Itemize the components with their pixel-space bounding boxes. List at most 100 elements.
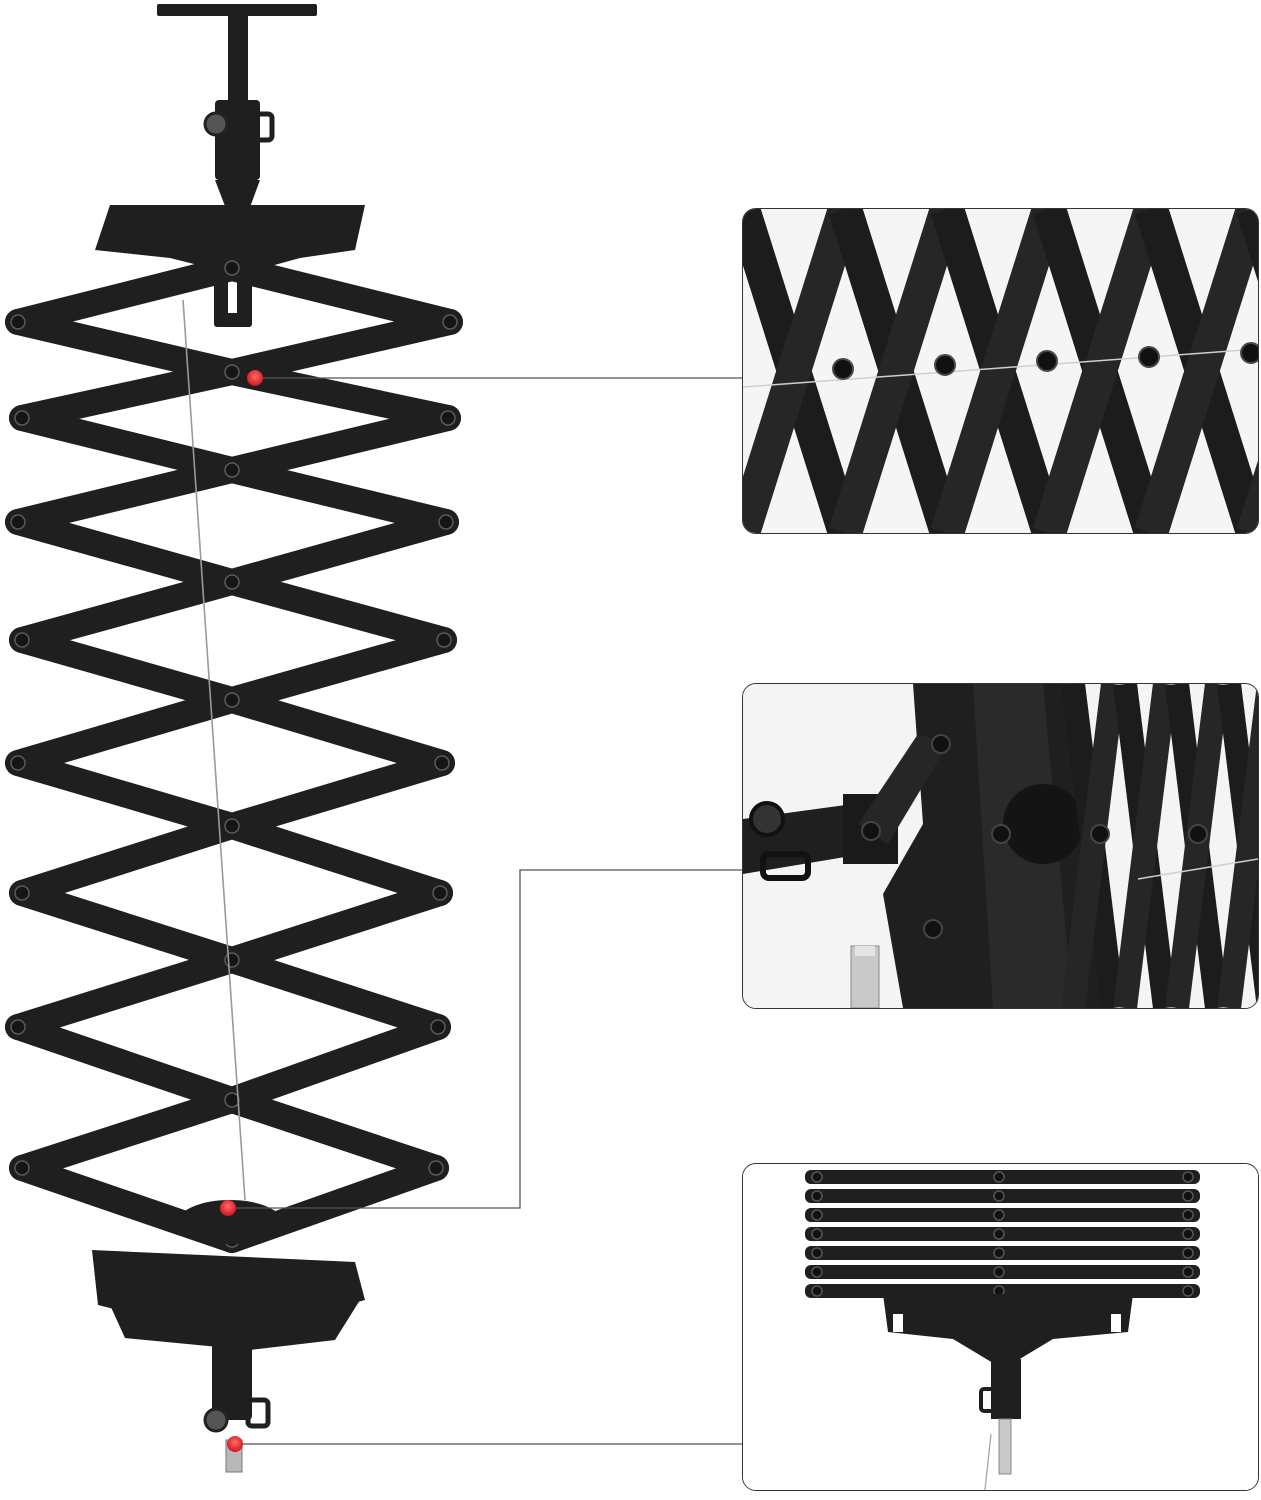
hub-arm [1113,684,1177,1008]
collapsed-closeup [743,1164,1258,1490]
collapsed-rivet [811,1171,823,1183]
scissor-bar [9,569,245,653]
scissor-arms [5,255,463,1253]
rivet [14,885,30,901]
closeup-cable [743,348,1258,388]
scissor-bar [219,947,451,1040]
callout-lines [228,377,742,1445]
rivet [14,410,30,426]
hub-arm [1061,684,1125,1008]
closeup-bar [1134,209,1258,533]
rivet [428,1160,444,1176]
rivet [442,314,458,330]
collapsed-rivet [1182,1247,1194,1259]
marker-dot-bottom [227,1436,243,1452]
scissor-bar [219,359,461,431]
detail-panel-hub [742,683,1259,1009]
scissor-bar [219,627,457,713]
closeup-rivet [1240,342,1258,364]
collapsed-rivet [811,1228,823,1240]
scissor-bar [5,687,245,776]
rivet [224,260,240,276]
collapsed-rivet [811,1247,823,1259]
rivet [430,1019,446,1035]
scissor-bar [9,813,245,906]
rivet [10,1019,26,1035]
collapsed-rivet [993,1190,1005,1202]
marker-dot-arms [247,370,263,386]
hub-rivet [1188,824,1208,844]
scissor-bar [219,255,463,335]
rivet [224,1092,240,1108]
scissor-bar [9,359,245,431]
scissor-bar [5,750,245,839]
collapsed-rivet [993,1171,1005,1183]
collapsed-rivet [811,1266,823,1278]
scissor-bar [219,405,461,483]
detail-panel-collapsed [742,1163,1259,1491]
scissor-bar [5,1014,245,1113]
rivet [14,632,30,648]
scissor-bar [219,457,459,535]
scissor-bar [219,569,457,653]
collapsed-rivet [993,1266,1005,1278]
scissor-bar [219,813,453,906]
rivet [224,692,240,708]
rivet [434,755,450,771]
scissor-bar [9,627,245,713]
collapsed-rivet [1182,1228,1194,1240]
collapsed-rivet [1182,1285,1194,1297]
guide-cable [182,299,246,1201]
scissor-bar [5,457,245,535]
rivet [224,818,240,834]
rivet [432,885,448,901]
scissor-bar [9,880,245,973]
scissor-arm-closeup [743,209,1258,533]
hub-arm [1165,684,1229,1008]
closeup-bar [743,209,862,533]
hub-arm [1217,684,1258,1008]
scissor-bar [219,1087,449,1181]
rivet [10,755,26,771]
collapsed-rivet [1182,1266,1194,1278]
scissor-bar [219,687,455,776]
scissor-bar [219,1014,451,1113]
collapsed-rivet [811,1209,823,1221]
bottom-hub [92,1200,365,1473]
rivet [224,364,240,380]
detail-panel-scissor-arms [742,208,1259,534]
collapsed-rivet [1182,1209,1194,1221]
scissor-bar [9,405,245,483]
rivet [10,314,26,330]
scissor-bar [219,750,455,839]
scissor-bar [5,309,245,385]
scissor-bar [5,509,245,595]
closeup-rivet [832,358,854,380]
closeup-rivet [1138,346,1160,368]
scissor-bar [219,880,453,973]
marker-dot-hub [220,1200,236,1216]
scissor-bar [219,309,463,385]
hub-closeup [743,684,1258,1008]
closeup-rivet [1036,350,1058,372]
collapsed-rivet [811,1285,823,1297]
closeup-bar [828,209,964,533]
scissor-bar [5,255,245,335]
rivet [436,632,452,648]
collapsed-rivet [1182,1171,1194,1183]
collapsed-rivet [993,1228,1005,1240]
rivet [224,952,240,968]
closeup-bar [930,209,1066,533]
closeup-bar [1032,209,1168,533]
hub-rivet [1090,824,1110,844]
rivet [438,514,454,530]
scissor-bar [9,1087,245,1181]
ceiling-mount-plate [157,4,317,180]
scissor-bar [219,509,459,595]
collapsed-rivet [993,1209,1005,1221]
collapsed-rivet [811,1190,823,1202]
rivet [440,410,456,426]
rivet [14,1160,30,1176]
